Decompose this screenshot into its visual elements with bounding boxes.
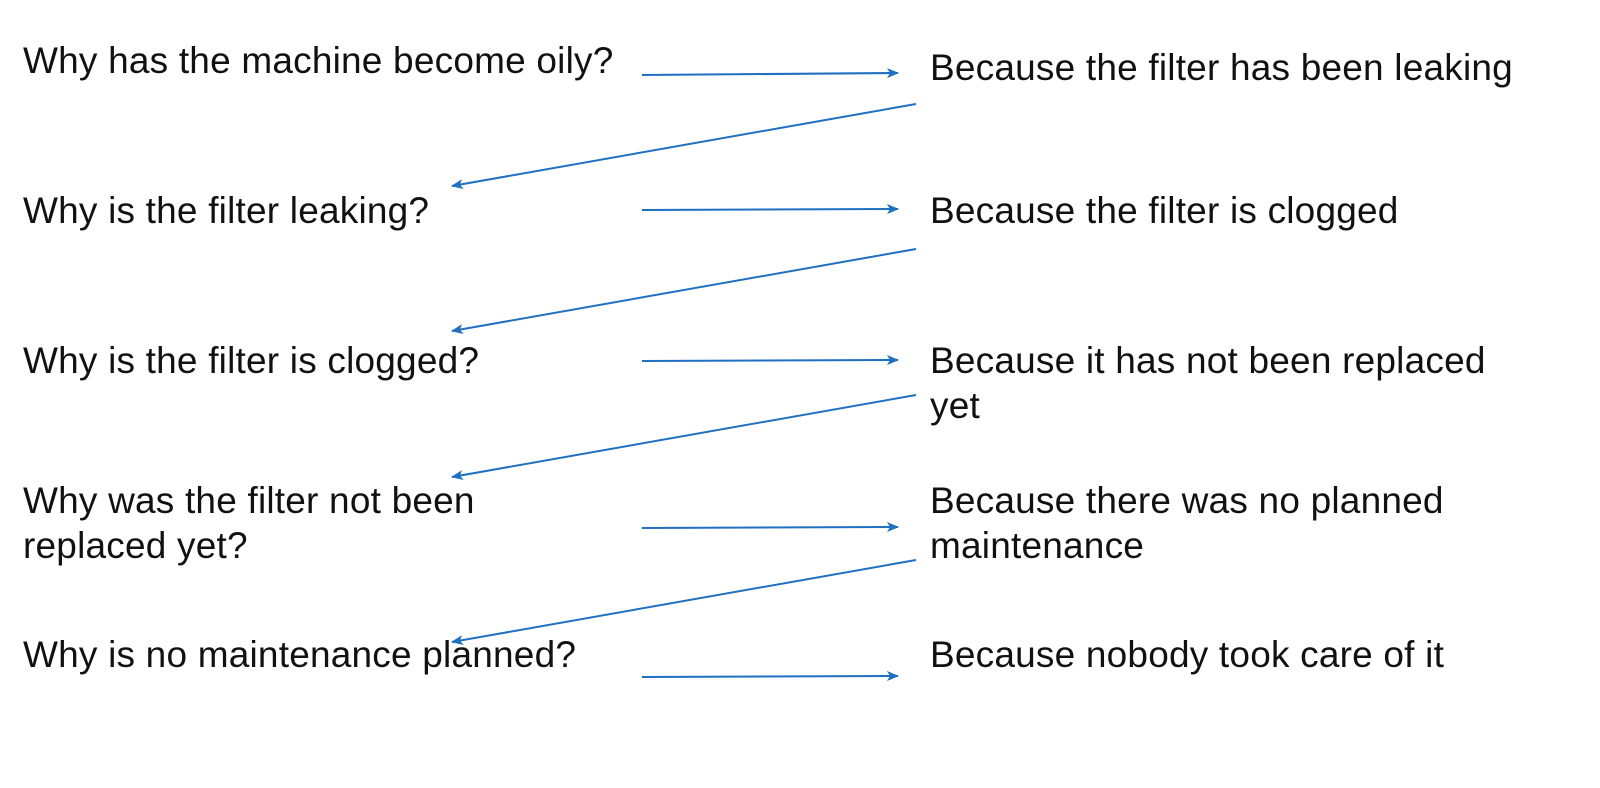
because-answer-2: Because the filter is clogged bbox=[930, 190, 1399, 231]
because-answer-1: Because the filter has been leaking bbox=[930, 47, 1513, 88]
arrow-answer-2-to-question-3 bbox=[451, 248, 917, 335]
because-answer-5: Because nobody took care of it bbox=[930, 634, 1445, 675]
arrow-answer-3-to-question-4 bbox=[451, 394, 917, 481]
arrow-question-3-to-answer-3 bbox=[641, 355, 899, 366]
because-answer-3: Because it has not been replaced yet bbox=[930, 340, 1486, 426]
why-question-4: Why was the filter not been replaced yet… bbox=[23, 480, 475, 566]
why-question-2: Why is the filter leaking? bbox=[23, 190, 430, 231]
why-question-3: Why is the filter is clogged? bbox=[23, 340, 480, 381]
arrow-answer-4-to-question-5 bbox=[451, 559, 917, 646]
arrow-question-4-to-answer-4 bbox=[641, 522, 899, 533]
arrow-question-2-to-answer-2 bbox=[641, 204, 899, 215]
arrow-question-5-to-answer-5 bbox=[641, 671, 899, 682]
arrow-question-1-to-answer-1 bbox=[641, 68, 899, 79]
why-question-1: Why has the machine become oily? bbox=[23, 40, 614, 81]
arrow-answer-1-to-question-2 bbox=[451, 103, 917, 190]
why-question-5: Why is no maintenance planned? bbox=[23, 634, 577, 675]
because-answer-4: Because there was no planned maintenance bbox=[930, 480, 1444, 566]
